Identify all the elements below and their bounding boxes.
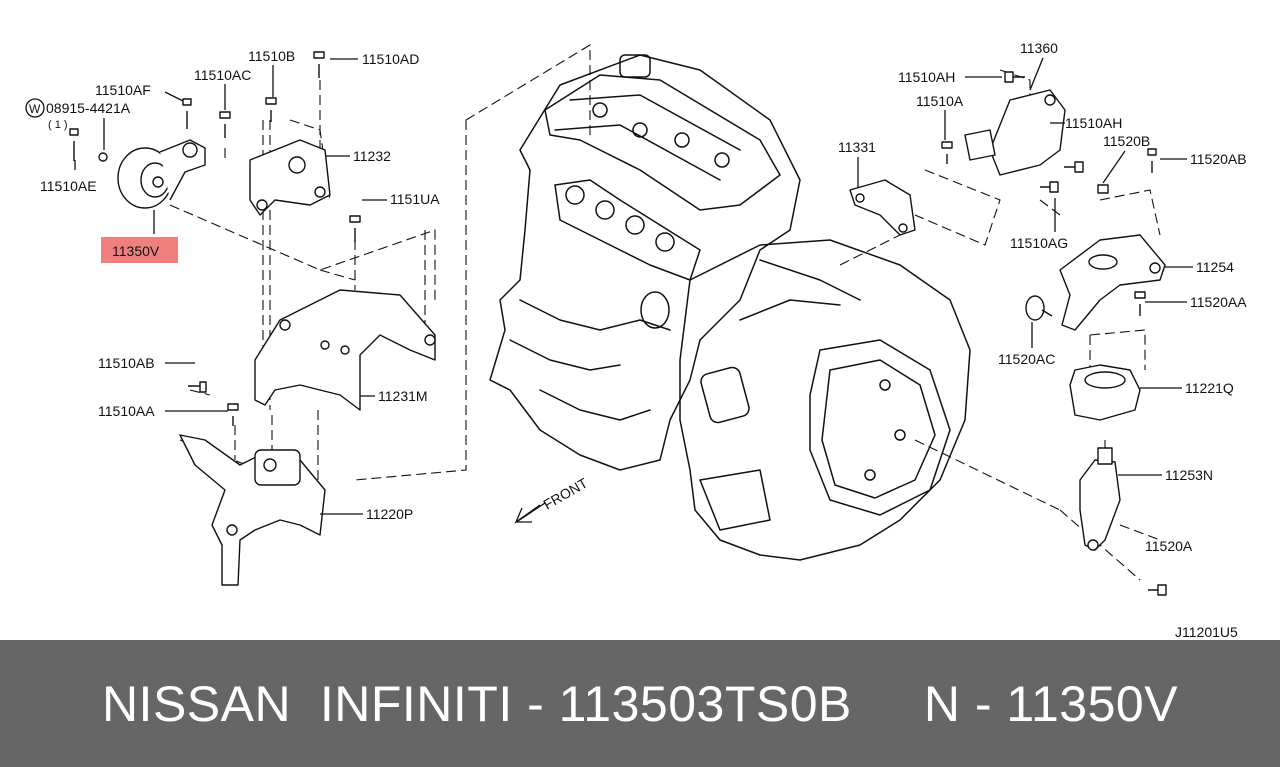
label-11510b: 11510B (248, 48, 295, 64)
label-11510ac: 11510AC (194, 67, 251, 83)
engine-mount-11220p (179, 434, 326, 586)
label-11221q: 11221Q (1185, 380, 1234, 396)
label-11360: 11360 (1020, 40, 1058, 56)
label-11520a: 11520A (1145, 538, 1193, 554)
label-11331: 11331 (838, 139, 876, 155)
label-11520ac: 11520AC (998, 351, 1055, 367)
label-11510af: 11510AF (95, 82, 151, 98)
bracket-11360 (964, 89, 1066, 176)
label-11254: 11254 (1196, 259, 1234, 275)
engine-transaxle-assembly (489, 54, 971, 561)
label-11520aa: 11520AA (1190, 294, 1247, 310)
bracket-11232 (249, 139, 331, 216)
front-label: FRONT (541, 474, 591, 512)
label-11510ae: 11510AE (40, 178, 97, 194)
label-11520b: 11520B (1103, 133, 1150, 149)
label-11510a: 11510A (916, 93, 964, 109)
label-11510ad: 11510AD (362, 51, 419, 67)
label-11510ag: 11510AG (1010, 235, 1068, 251)
washer-symbol-icon (25, 98, 45, 118)
label-11232: 11232 (353, 148, 391, 164)
bracket-11231m (254, 289, 436, 411)
highlighted-part-11350v: 11350V (101, 237, 178, 263)
label-11510ah-top: 11510AH (898, 69, 955, 85)
footer-part-number-text: NISSAN INFINITI - 113503TS0B N - 11350V (101, 675, 1179, 732)
label-11520ab: 11520AB (1190, 151, 1247, 167)
footer-banner: NISSAN INFINITI - 113503TS0B N - 11350V (0, 640, 1280, 767)
mount-11221q (1069, 364, 1141, 421)
label-11231m: 11231M (378, 388, 428, 404)
label-1151ua: 1151UA (390, 191, 440, 207)
label-washer-qty: ( 1 ) (48, 119, 68, 131)
drawing-code: J11201U5 (1175, 624, 1238, 640)
label-11350v: 11350V (112, 243, 160, 259)
torque-rod-11350v (117, 139, 206, 209)
bolts-right (941, 71, 1167, 596)
label-11510aa-left: 11510AA (98, 403, 155, 419)
label-11220p: 11220P (366, 506, 413, 522)
parts-diagram: FRONT (25, 40, 1247, 640)
label-11510ab: 11510AB (98, 355, 155, 371)
part-labels: W 08915-4421A ( 1 ) 11510AF 11510AC 1151… (25, 40, 1247, 640)
label-08915-4421a: 08915-4421A (46, 100, 131, 116)
bushing-11520ac (1025, 295, 1053, 321)
bolts-left-top (69, 51, 361, 426)
bracket-11331 (849, 179, 916, 236)
front-arrow: FRONT (514, 474, 591, 524)
label-11253n: 11253N (1165, 467, 1213, 483)
label-leaders (74, 57, 1193, 515)
bracket-11253n (1079, 447, 1121, 551)
washer-symbol: W (29, 102, 41, 116)
highlight-box (101, 237, 178, 263)
bracket-11254 (1059, 234, 1166, 331)
label-11510ah-right: 11510AH (1065, 115, 1122, 131)
